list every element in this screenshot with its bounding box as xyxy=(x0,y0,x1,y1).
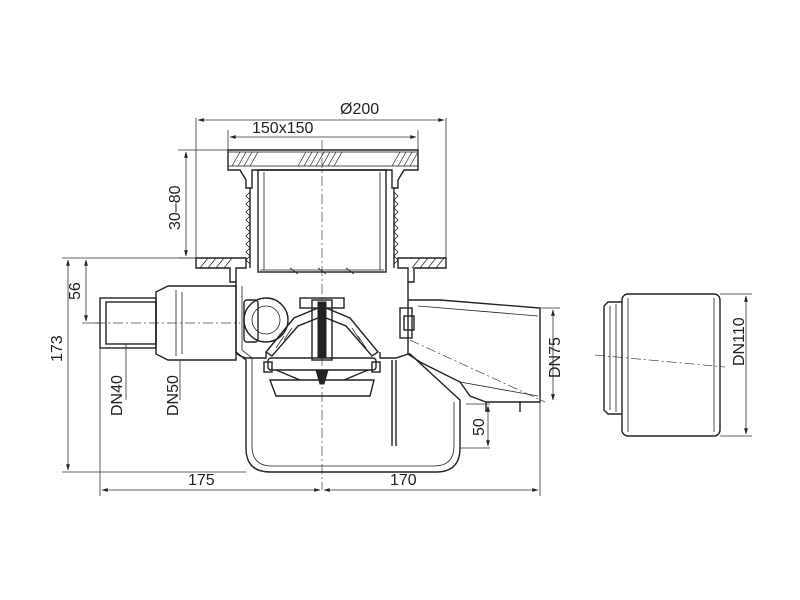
label-56: 56 xyxy=(67,282,84,300)
grate-frame xyxy=(227,149,419,189)
label-dn75: DN75 xyxy=(547,337,564,378)
grate-hatching xyxy=(231,151,419,167)
drain-body xyxy=(235,282,461,473)
right-outlet xyxy=(407,299,541,412)
dn110-adapter xyxy=(603,293,721,437)
label-dn50: DN50 xyxy=(165,375,182,416)
dimension-lines xyxy=(62,118,752,496)
bell-hatching xyxy=(275,327,367,349)
center-lines xyxy=(95,140,726,490)
label-150x150: 150x150 xyxy=(252,120,313,137)
adjustable-tube xyxy=(245,169,399,275)
label-175: 175 xyxy=(188,472,215,489)
dimension-labels: Ø200 150x150 30–80 56 173 DN40 DN50 DN75… xyxy=(49,101,748,489)
label-170: 170 xyxy=(390,472,417,489)
trap-bell xyxy=(263,299,381,397)
label-30-80: 30–80 xyxy=(167,185,184,230)
label-diameter-200: Ø200 xyxy=(340,101,379,118)
label-dn40: DN40 xyxy=(109,375,126,416)
label-50: 50 xyxy=(471,418,488,436)
flange-hatching xyxy=(199,257,445,269)
label-dn110: DN110 xyxy=(731,317,748,366)
label-173: 173 xyxy=(49,335,66,362)
left-outlet xyxy=(99,285,237,361)
